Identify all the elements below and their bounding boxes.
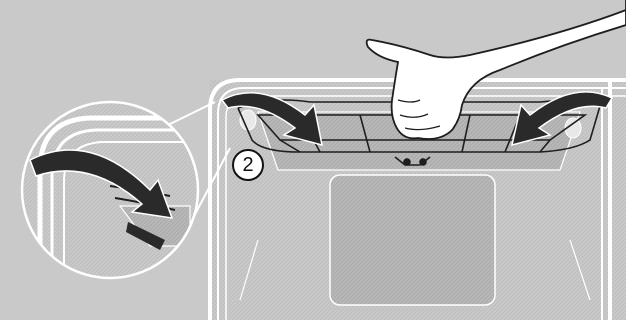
zoom-connector-top xyxy=(168,102,215,125)
step-number-callout: 2 xyxy=(232,149,264,181)
